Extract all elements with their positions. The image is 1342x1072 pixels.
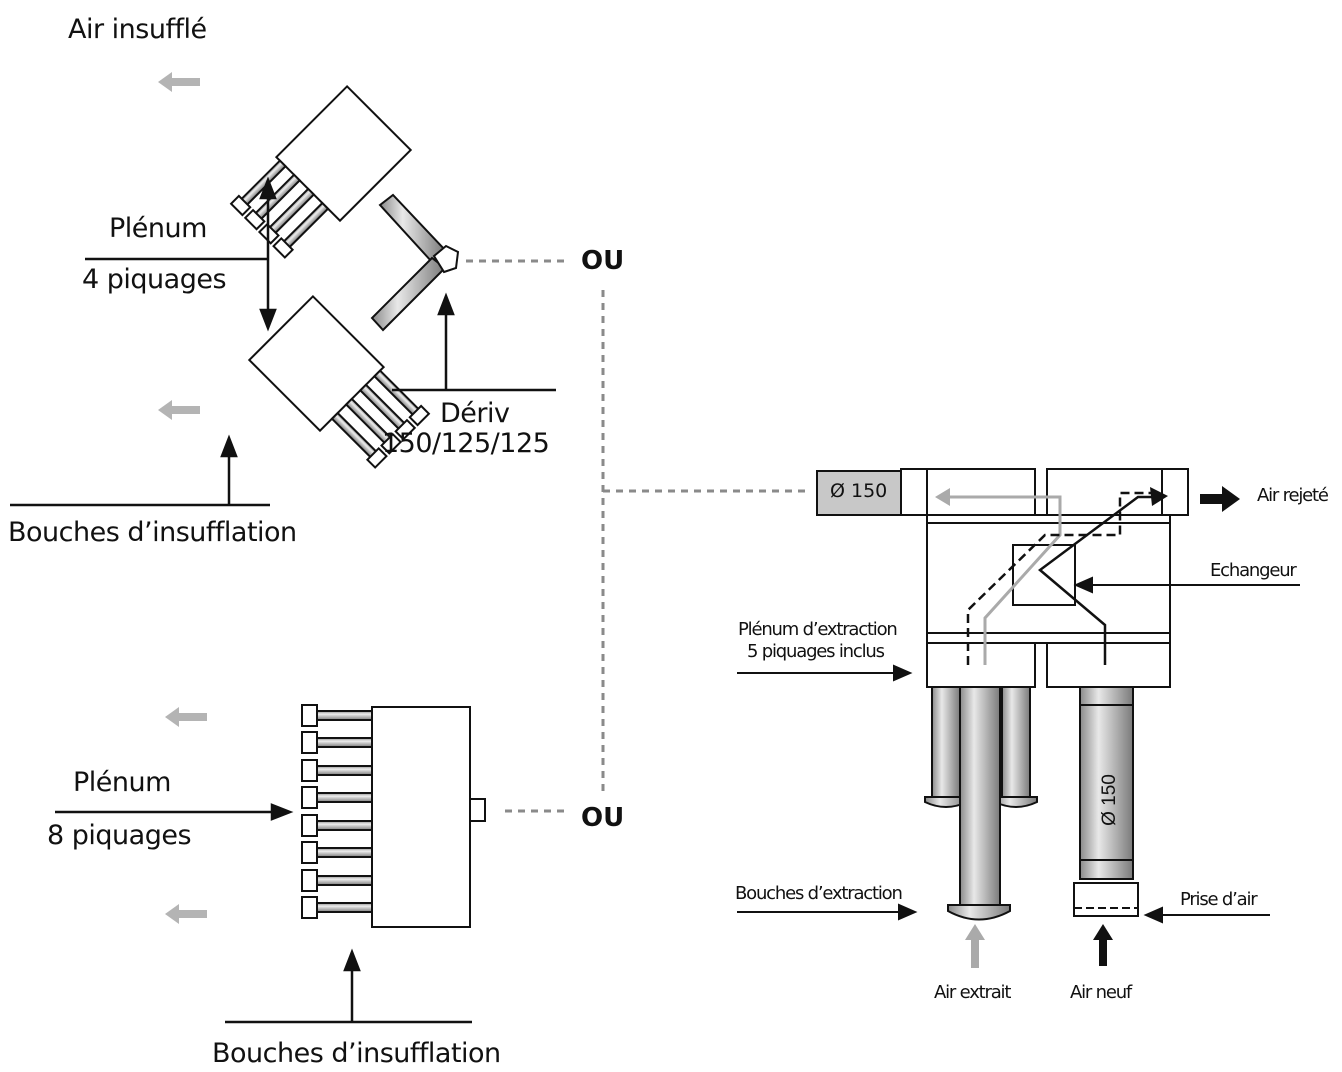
air-extrait-arrow	[965, 924, 985, 968]
plenum-top-double-arrow	[85, 176, 277, 332]
plenum-extraction-arrow	[737, 664, 913, 682]
flow-lines	[935, 487, 1168, 665]
ou-top-label: OU	[581, 246, 625, 276]
air-insuffle-label: Air insufflé	[68, 14, 207, 45]
bouches-top-arrow	[10, 434, 270, 507]
piquages8-label: 8 piquages	[47, 820, 192, 851]
air-rejete-arrow	[1200, 486, 1240, 512]
lower-plenum-4-piquages	[247, 294, 431, 469]
bouches-bottom-arrow	[225, 948, 472, 1024]
echangeur-arrow	[1073, 576, 1300, 594]
air-neuf-label: Air neuf	[1070, 982, 1132, 1003]
bouches-extraction-arrow	[737, 903, 918, 921]
bouches-insufflation-bottom-label: Bouches d’insufflation	[212, 1038, 501, 1069]
plenum-bottom-label: Plénum	[73, 767, 171, 798]
plenum-extraction-label: Plénum d’extraction	[738, 619, 898, 640]
prise-air-label: Prise d’air	[1180, 889, 1258, 910]
diam-150-vertical: Ø 150	[1099, 774, 1120, 826]
air-extrait-label: Air extrait	[934, 982, 1011, 1003]
piquages4-label: 4 piquages	[82, 264, 227, 295]
deriv-arrow	[392, 292, 556, 392]
echangeur-label: Echangeur	[1210, 560, 1297, 581]
plenum-8-piquages	[301, 704, 486, 928]
prise-air-arrow	[1143, 906, 1270, 924]
upper-plenum-4-piquages	[229, 84, 413, 259]
plenum-top-label: Plénum	[109, 213, 207, 244]
piquages5-label: 5 piquages inclus	[747, 641, 885, 662]
derivation-pipes	[370, 193, 460, 332]
extraction-pipes	[924, 686, 1038, 921]
deriv-sizes-label: 150/125/125	[382, 428, 550, 459]
bouches-insufflation-top-label: Bouches d’insufflation	[8, 517, 297, 548]
bouches-extraction-label: Bouches d’extraction	[735, 883, 903, 904]
central-dotted-connector	[601, 290, 810, 795]
gray-arrows-top	[158, 72, 200, 420]
ou-bottom-label: OU	[581, 803, 625, 833]
air-neuf-arrow	[1093, 924, 1113, 966]
deriv-label: Dériv	[440, 398, 510, 429]
diam-150-top-label: Ø 150	[830, 480, 888, 502]
gray-arrows-bottom	[165, 707, 207, 924]
plenum-8-arrow	[55, 803, 294, 821]
air-rejete-label: Air rejeté	[1257, 485, 1329, 506]
fresh-air-pipe	[1073, 686, 1139, 917]
